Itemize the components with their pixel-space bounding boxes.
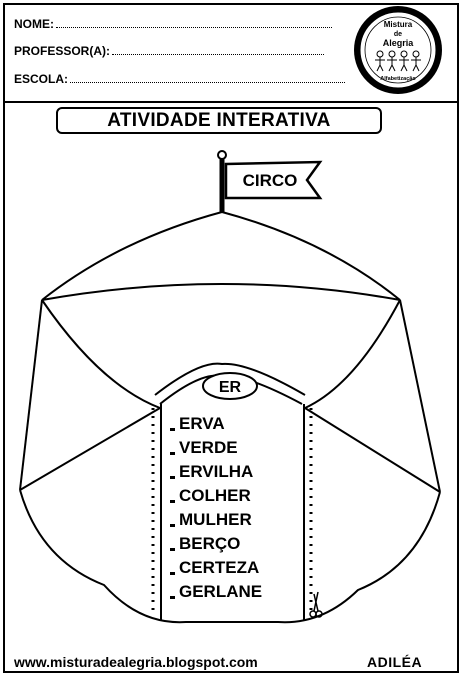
- syllable-oval: [202, 372, 258, 400]
- logo-caption: Alfabetização: [380, 76, 416, 82]
- name-blank[interactable]: [56, 17, 332, 28]
- bullet-mark: [170, 596, 175, 599]
- bullet-mark: [170, 500, 175, 503]
- name-label: NOME:: [14, 17, 54, 31]
- list-item: MULHER: [170, 510, 252, 530]
- children-icon: [375, 50, 421, 72]
- list-item: ERVA: [170, 414, 225, 434]
- school-field: ESCOLA:: [14, 72, 345, 86]
- bullet-mark: [170, 524, 175, 527]
- word-text: CERTEZA: [179, 558, 260, 577]
- list-item: VERDE: [170, 438, 238, 458]
- logo-line-2: de: [394, 31, 402, 38]
- list-item: BERÇO: [170, 534, 240, 554]
- activity-title: ATIVIDADE INTERATIVA: [56, 107, 382, 134]
- tent-bottom-scallop: [19, 489, 441, 624]
- circus-flag: [224, 160, 323, 200]
- word-text: COLHER: [179, 486, 251, 505]
- school-blank[interactable]: [70, 72, 345, 83]
- list-item: COLHER: [170, 486, 251, 506]
- logo-line-1: Mistura: [384, 20, 413, 29]
- student-info-header: NOME: PROFESSOR(A): ESCOLA:: [5, 5, 457, 103]
- flag-text: CIRCO: [243, 171, 298, 190]
- flag-pole-knob: [217, 150, 227, 160]
- tent-roof: [41, 210, 401, 301]
- list-item: CERTEZA: [170, 558, 259, 578]
- mistura-de-alegria-logo: Mistura de Alegria Alfabetização: [354, 6, 442, 94]
- bullet-mark: [170, 476, 175, 479]
- door-arch-outer: [154, 362, 306, 396]
- scissors-icon: [309, 591, 323, 618]
- list-item: GERLANE: [170, 582, 262, 602]
- list-item: ERVILHA: [170, 462, 253, 482]
- school-label: ESCOLA:: [14, 72, 68, 86]
- word-text: ERVILHA: [179, 462, 254, 481]
- footer-author: ADILÉA: [367, 654, 423, 670]
- word-text: ERVA: [179, 414, 225, 433]
- tent-left-edge: [19, 299, 43, 491]
- bullet-mark: [170, 452, 175, 455]
- teacher-label: PROFESSOR(A):: [14, 44, 110, 58]
- word-text: BERÇO: [179, 534, 241, 553]
- tent-right-edge: [399, 299, 441, 493]
- worksheet-page: NOME: PROFESSOR(A): ESCOLA:: [3, 3, 459, 673]
- teacher-field: PROFESSOR(A):: [14, 44, 324, 58]
- name-field: NOME:: [14, 17, 332, 31]
- tent-drape-left: [41, 299, 161, 409]
- bullet-mark: [170, 428, 175, 431]
- word-text: MULHER: [179, 510, 252, 529]
- teacher-blank[interactable]: [112, 44, 324, 55]
- word-text: GERLANE: [179, 582, 263, 601]
- tent-drape-right: [304, 299, 401, 409]
- logo-line-3: Alegria: [383, 38, 415, 48]
- tent-seam-right: [304, 407, 441, 493]
- bullet-mark: [170, 572, 175, 575]
- word-text: VERDE: [179, 438, 238, 457]
- syllable-text: ER: [219, 379, 242, 396]
- tent-seam-left: [19, 407, 161, 491]
- footer-url[interactable]: www.misturadealegria.blogspot.com: [14, 654, 258, 670]
- bullet-mark: [170, 548, 175, 551]
